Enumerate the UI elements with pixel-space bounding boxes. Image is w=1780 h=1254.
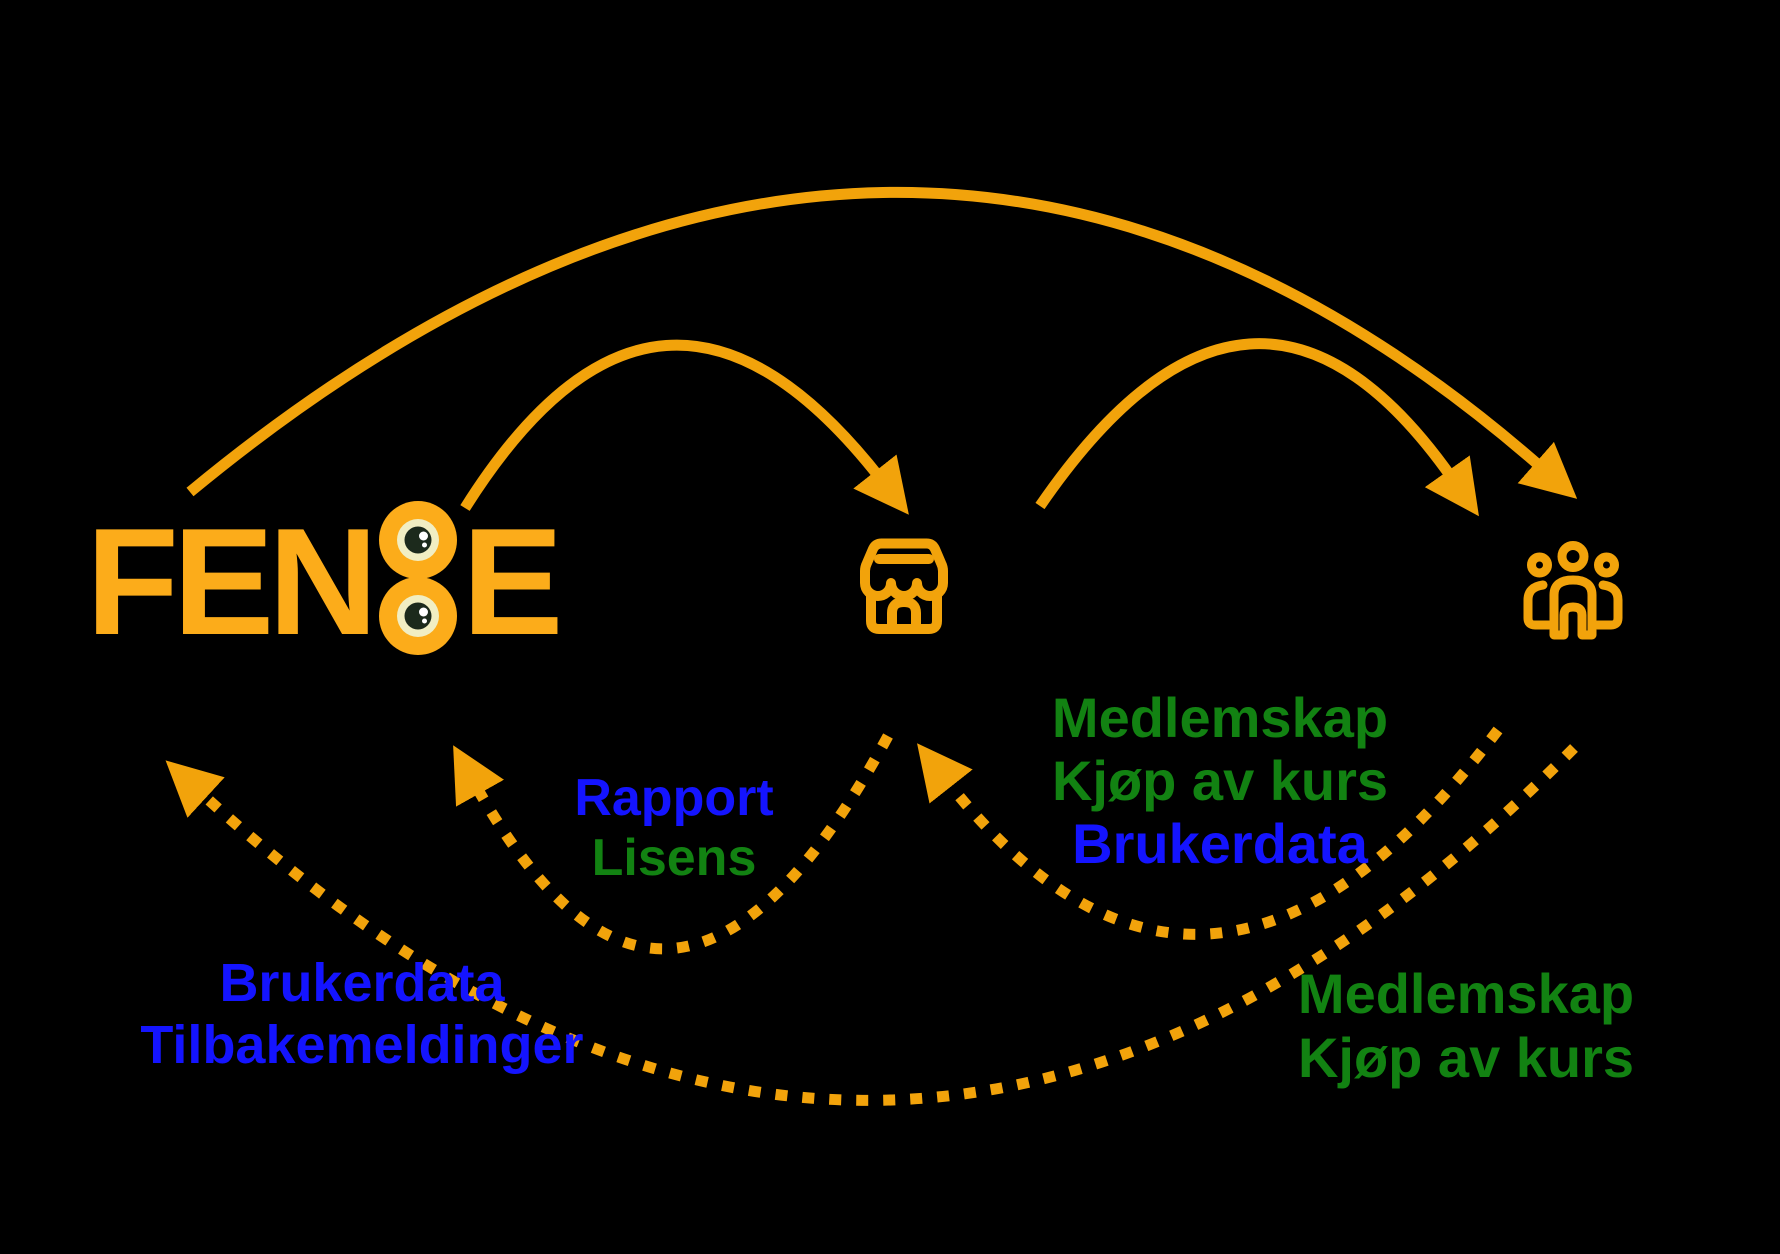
arrow-store-to-people	[1035, 338, 1479, 517]
label-line: Kjøp av kurs	[1051, 749, 1389, 812]
label-line: Kjøp av kurs	[1297, 1026, 1635, 1089]
logo-eyes-icon	[379, 501, 457, 655]
label-membership-purchase: Medlemskap Kjøp av kurs	[1298, 962, 1634, 1090]
label-line: Rapport	[574, 769, 774, 827]
label-line: Brukerdata	[219, 953, 505, 1013]
people-node	[1520, 540, 1626, 644]
logo-text-fen: FEN	[86, 497, 378, 667]
label-report-license: Rapport Lisens	[574, 768, 773, 888]
store-node	[856, 538, 952, 638]
label-line: Lisens	[591, 829, 757, 887]
logo-text-e: E	[462, 497, 563, 667]
label-membership-purchase-userdata: Medlemskap Kjøp av kurs Brukerdata	[1052, 686, 1388, 875]
label-line: Brukerdata	[1072, 812, 1368, 875]
fense-logo: FEN E	[86, 497, 563, 667]
logo-eye-top	[379, 501, 457, 579]
logo-eye-bottom	[379, 577, 457, 655]
storefront-icon	[860, 538, 948, 634]
arrow-fense-to-store	[460, 339, 909, 515]
label-line: Medlemskap	[1297, 962, 1635, 1025]
label-line: Tilbakemeldinger	[140, 1015, 584, 1075]
label-userdata-feedback: Brukerdata Tilbakemeldinger	[140, 952, 583, 1076]
group-icon	[1523, 541, 1623, 640]
arrow-fense-to-people	[186, 186, 1578, 499]
label-line: Medlemskap	[1051, 686, 1389, 749]
